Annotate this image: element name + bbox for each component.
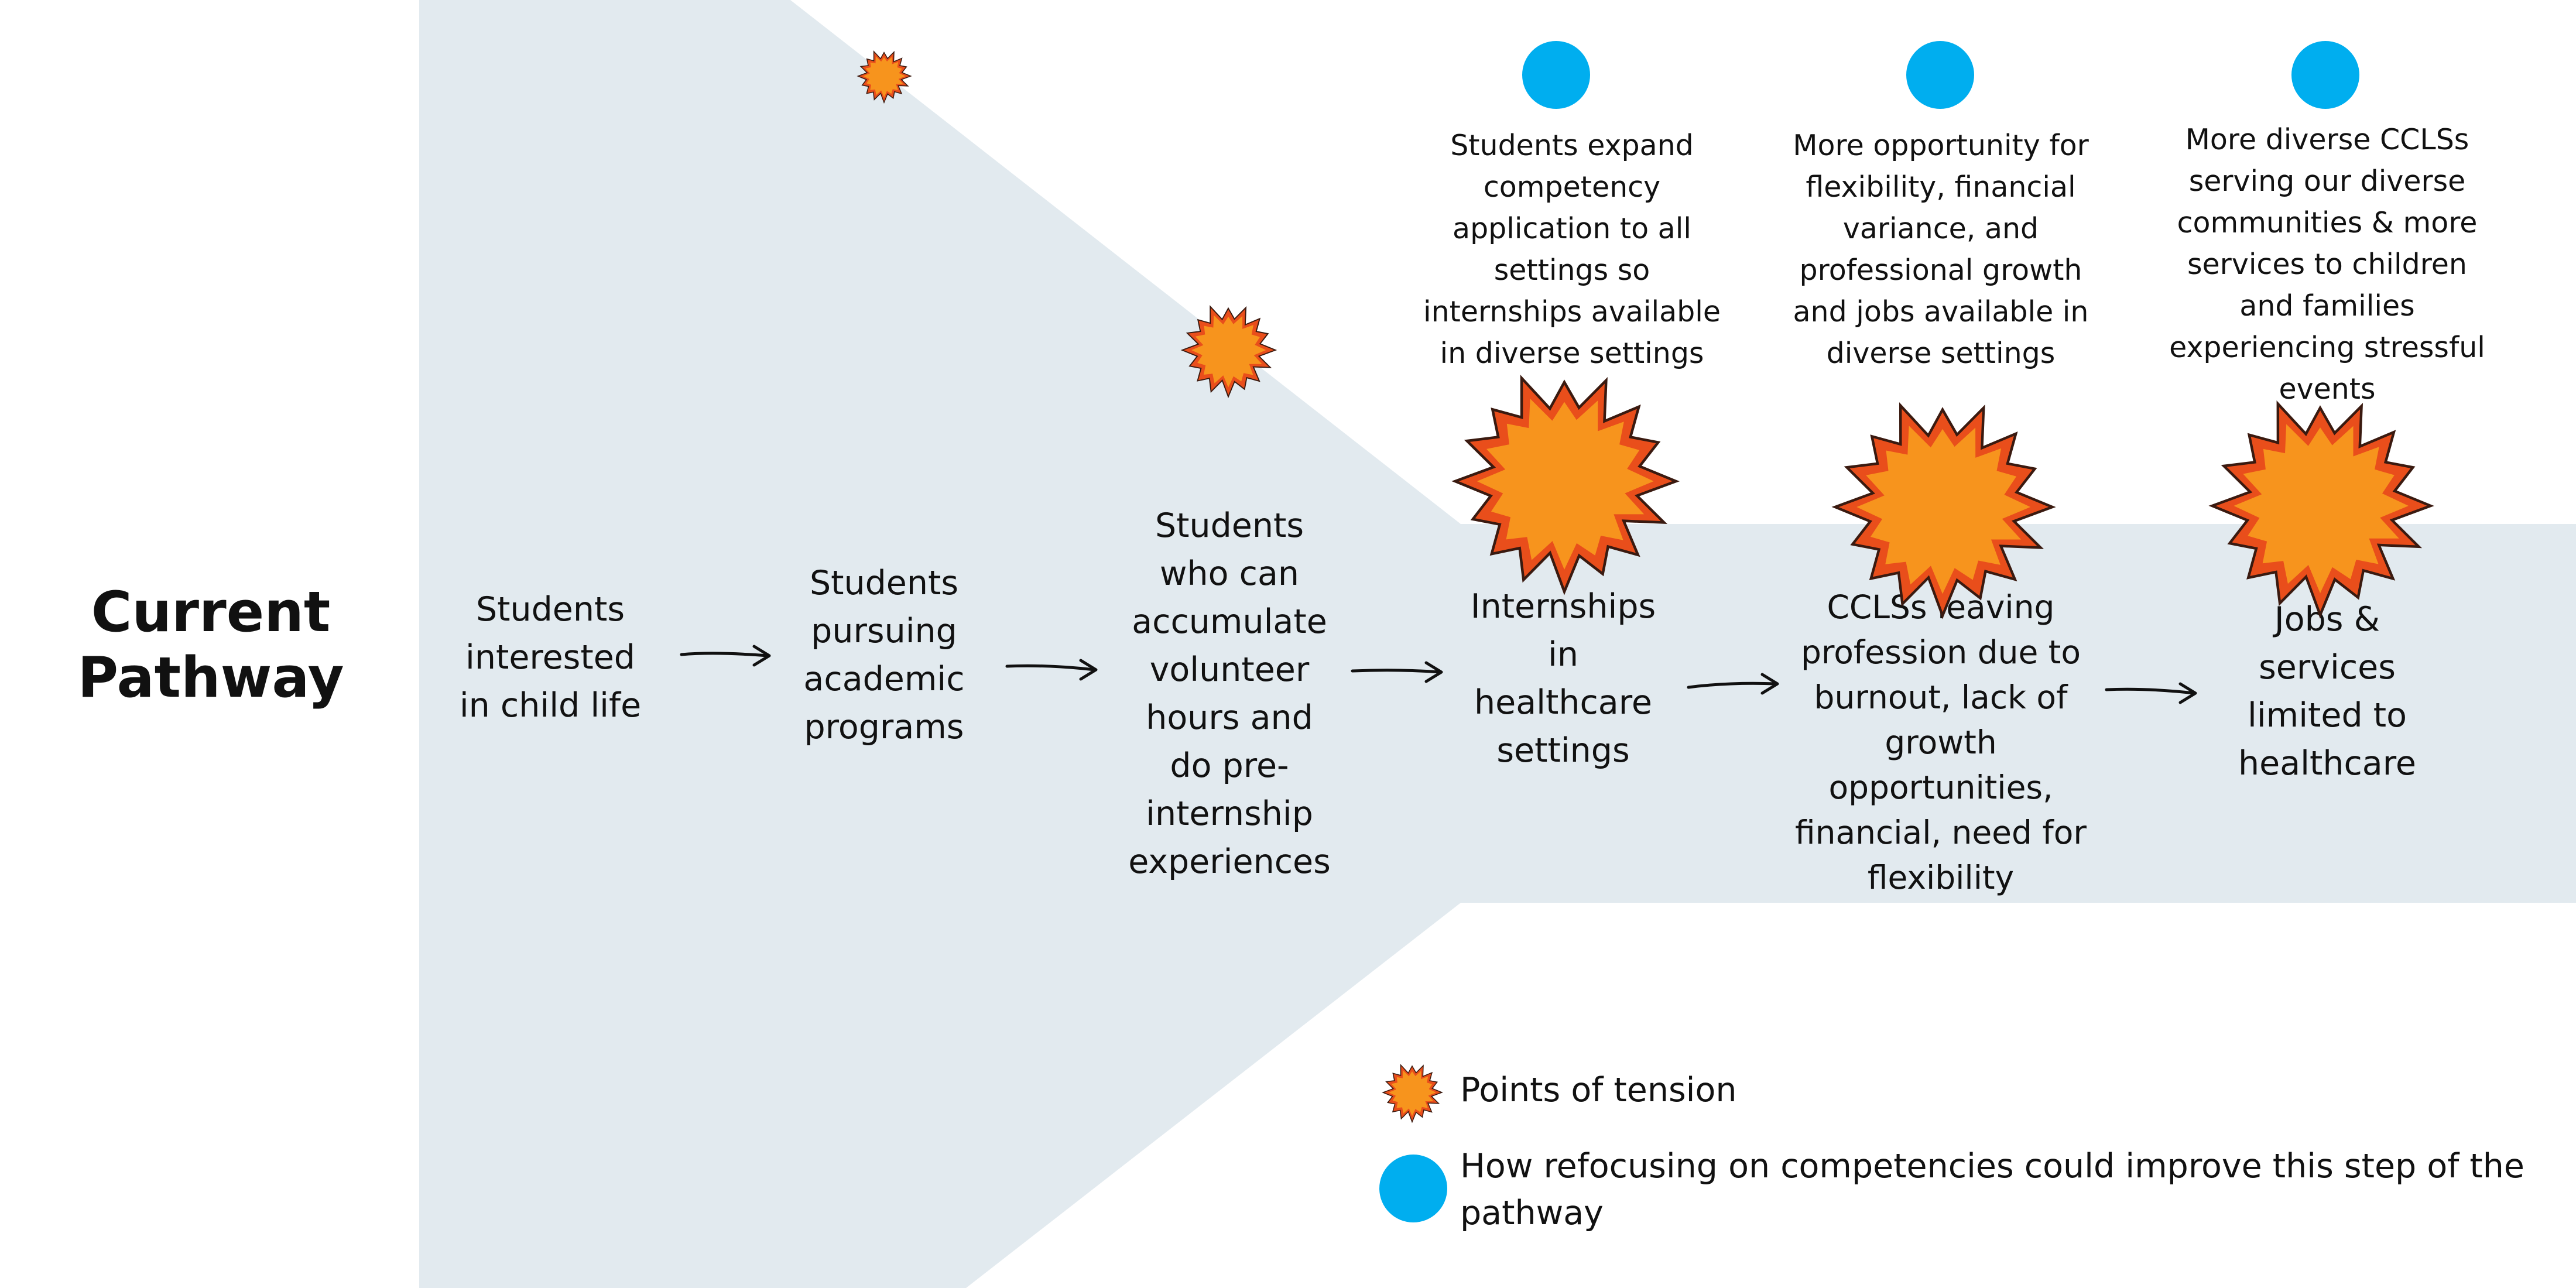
blue-dot-icon [2291,41,2359,109]
step-academic: Students pursuing academic programs [803,564,965,746]
legend-improve-label: How refocusing on competencies could imp… [1460,1147,2524,1232]
starburst-icon [1180,305,1277,399]
right-arrow-icon [1005,659,1098,681]
improvement-note-internships: Students expand competency application t… [1423,129,1721,370]
funnel-shape [419,0,2576,1288]
step-internships: Internships in healthcare settings [1470,587,1656,770]
right-arrow-icon [1687,673,1779,695]
blue-dot-icon [1379,1155,1447,1222]
right-arrow-icon [680,645,771,667]
blue-dot-icon [1522,41,1590,109]
step-cclss-leaving: CCLSs leaving profession due to burnout,… [1794,588,2087,896]
step-jobs-limited: Jobs & services limited to healthcare [2238,600,2416,783]
starburst-icon [1451,374,1680,595]
starburst-icon [1382,1064,1443,1123]
right-arrow-icon [1351,661,1443,683]
improvement-note-cclss: More opportunity for flexibility, financ… [1793,129,2089,370]
improvement-note-jobs: More diverse CCLSs serving our diverse c… [2169,123,2485,406]
starburst-icon [2208,400,2434,619]
legend-tension-label: Points of tension [1460,1071,1737,1109]
right-arrow-icon [2105,682,2197,704]
step-volunteer: Students who can accumulate volunteer ho… [1128,506,1331,881]
step-interested: Students interested in child life [459,590,642,725]
starburst-icon [1831,402,2056,619]
page-title: Current Pathway [77,580,344,710]
blue-dot-icon [1906,41,1974,109]
starburst-icon [857,50,912,104]
